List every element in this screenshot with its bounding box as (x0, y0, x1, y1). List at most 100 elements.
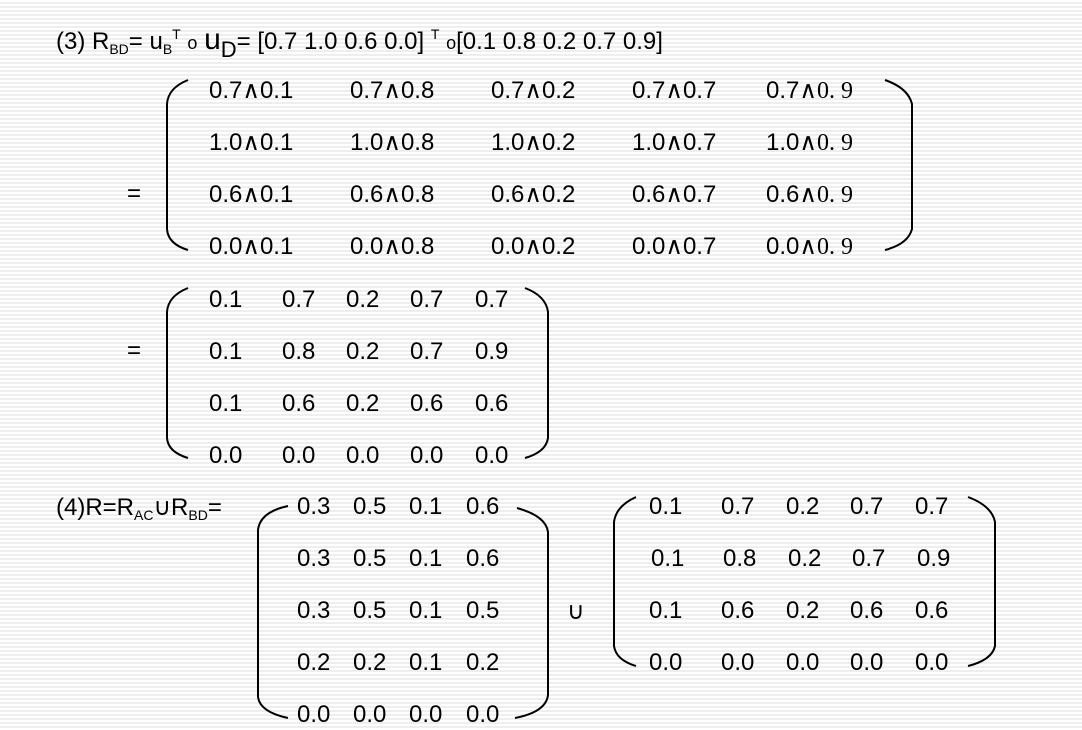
matrix-row: 0.1 0.8 0.2 0.7 0.9 (209, 337, 535, 367)
matrix-cell: 0.0 (346, 442, 380, 469)
matrix-cell: 0.0∧0.7 (632, 233, 717, 260)
matrix-cell: 0.6 (466, 545, 500, 572)
matrix-cell: 0.0 (915, 649, 949, 676)
matrix-row: 1.0∧0.1 1.0∧0.8 1.0∧0.2 1.0∧0.7 1.0∧0. 9 (209, 128, 896, 158)
matrix-row: 0.6∧0.1 0.6∧0.8 0.6∧0.2 0.6∧0.7 0.6∧0. 9 (209, 180, 896, 210)
union-operator: ∪ (153, 494, 172, 521)
vector-expression: = [0.7 1.0 0.6 0.0] (236, 28, 431, 55)
matrix-row: 0.1 0.7 0.2 0.7 0.7 (649, 492, 975, 522)
matrix-cell: 0.5 (353, 493, 387, 520)
matrix-cell: 0.9 (917, 545, 951, 572)
min-matrix: 0.7∧0.1 0.7∧0.8 0.7∧0.2 0.7∧0.7 0.7∧0. 9… (209, 76, 889, 266)
matrix-cell: 0.5 (353, 545, 387, 572)
matrix-cell: 0.1 (209, 286, 243, 313)
subscript-bd: BD (109, 41, 129, 57)
matrix-cell: 0.0 (409, 701, 443, 728)
vector-expression-2: [0.1 0.8 0.2 0.7 0.9] (456, 28, 663, 55)
matrix-cell: 0.0 (786, 649, 820, 676)
superscript-t: T (172, 26, 181, 42)
matrix-cell: 1.0∧0.2 (491, 129, 576, 156)
step3-label: (3) R (56, 28, 110, 55)
matrix-cell: 1.0∧0.1 (209, 129, 294, 156)
matrix-row: 0.7∧0.1 0.7∧0.8 0.7∧0.2 0.7∧0.7 0.7∧0. 9 (209, 76, 896, 106)
matrix-cell: 0.2 (346, 286, 380, 313)
matrix-cell: 0.0 (209, 442, 243, 469)
matrix-cell: 0.6 (850, 597, 884, 624)
matrix-cell: 0.8 (723, 545, 757, 572)
matrix-cell: 0.0∧0.1 (209, 233, 294, 260)
matrix-cell: 0.3 (297, 493, 331, 520)
subscript-bd: BD (188, 507, 208, 523)
matrix-cell: 0.7 (852, 545, 886, 572)
matrix-row: 0.1 0.6 0.2 0.6 0.6 (209, 389, 535, 419)
matrix-cell: 1.0∧0.8 (350, 129, 435, 156)
matrix-cell: 0.2 (466, 649, 500, 676)
matrix-cell: 0.0 (297, 701, 331, 728)
matrix-cell: 0.6 (475, 390, 509, 417)
matrix-row: 0.3 0.5 0.1 0.6 (297, 492, 516, 522)
matrix-cell: 0.6 (282, 390, 316, 417)
matrix-cell: 0.7 (915, 493, 949, 520)
matrix-cell: 0.6 (721, 597, 755, 624)
matrix-cell: 0.1 (651, 545, 685, 572)
matrix-cell: 0.2 (353, 649, 387, 676)
step4-heading: (4)R=RAC∪RBD= (56, 494, 222, 529)
matrix-row: 0.0 0.0 0.0 0.0 0.0 (649, 648, 975, 678)
matrix-row: 0.1 0.6 0.2 0.6 0.6 (649, 596, 975, 626)
matrix-cell: 0.6∧0.2 (491, 181, 576, 208)
matrix-cell: 0.1 (409, 649, 443, 676)
union-symbol: ∪ (567, 598, 585, 625)
matrix-row: 0.0∧0.1 0.0∧0.8 0.0∧0.2 0.0∧0.7 0.0∧0. 9 (209, 232, 896, 262)
matrix-cell: 0.7 (410, 338, 444, 365)
step4-label: (4)R=R (56, 494, 135, 521)
matrix-cell: 0.2 (346, 338, 380, 365)
matrix-cell: 0.0 (649, 649, 683, 676)
matrix-cell: 0.7∧0.7 (632, 77, 717, 104)
matrix-cell: 0.1 (649, 597, 683, 624)
matrix-cell: 0.8 (282, 338, 316, 365)
matrix-row: 0.1 0.8 0.2 0.7 0.9 (651, 544, 977, 574)
matrix-cell: 0.1 (649, 493, 683, 520)
step3-heading: (3) RBD= uBT o uD= [0.7 1.0 0.6 0.0] T o… (56, 20, 663, 64)
matrix-cell: 0.9 (475, 338, 509, 365)
matrix-row: 0.0 0.0 0.0 0.0 0.0 (209, 441, 535, 471)
matrix-cell: 0.1 (209, 338, 243, 365)
matrix-cell: 0.6∧0.8 (350, 181, 435, 208)
matrix-cell: 0.1 (409, 493, 443, 520)
matrix-cell: 0.0 (353, 701, 387, 728)
matrix-cell: 1.0∧0. 9 (766, 129, 853, 156)
matrix-cell: 0.6 (915, 597, 949, 624)
matrix-cell: 0.1 (209, 390, 243, 417)
matrix-cell: 0.3 (297, 545, 331, 572)
matrix-cell: 0.7∧0.2 (491, 77, 576, 104)
matrix-cell: 0.0 (282, 442, 316, 469)
matrix-row: 0.3 0.5 0.1 0.6 (297, 544, 516, 574)
matrix-cell: 0.7 (282, 286, 316, 313)
matrix-cell: 0.5 (466, 597, 500, 624)
matrix-cell: 0.0 (721, 649, 755, 676)
right-bracket (884, 79, 913, 251)
matrix-row: 0.0 0.0 0.0 0.0 (297, 700, 516, 730)
matrix-cell: 0.0∧0.2 (491, 233, 576, 260)
matrix-cell: 0.2 (297, 649, 331, 676)
matrix-row: 0.1 0.7 0.2 0.7 0.7 (209, 285, 535, 315)
r-symbol: R (171, 494, 189, 521)
matrix-cell: 0.0∧0. 9 (766, 233, 853, 260)
u-symbol: u (204, 23, 221, 56)
matrix-cell: 0.7 (410, 286, 444, 313)
composition-operator: o (187, 33, 198, 53)
matrix-cell: 0.0 (466, 701, 500, 728)
matrix-cell: 0.7 (721, 493, 755, 520)
matrix-cell: 0.7∧0.8 (350, 77, 435, 104)
subscript-b: B (162, 41, 173, 57)
matrix-cell: 1.0∧0.7 (632, 129, 717, 156)
matrix-cell: 0.7 (475, 286, 509, 313)
matrix-cell: 0.0 (410, 442, 444, 469)
matrix-cell: 0.0 (475, 442, 509, 469)
matrix-cell: 0.1 (409, 597, 443, 624)
matrix-cell: 0.7 (850, 493, 884, 520)
matrix-cell: 0.6 (410, 390, 444, 417)
matrix-cell: 0.7∧0.1 (209, 77, 294, 104)
superscript-t: T (430, 26, 440, 42)
